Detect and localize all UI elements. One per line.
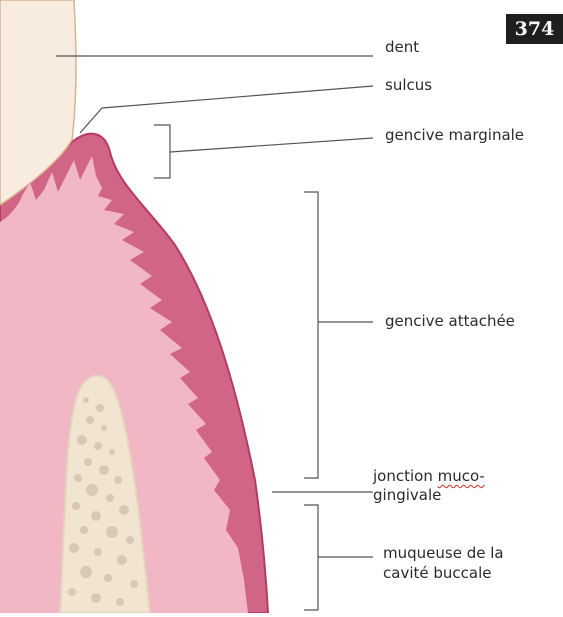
label-dent: dent [385,38,419,57]
muqueuse-bracket [304,505,318,610]
label-jonction-muco: muco- [438,467,485,485]
label-gencive-marginale: gencive marginale [385,126,524,145]
gencive-attachee-bracket [304,192,318,478]
gencive-marginale-bracket [154,125,170,178]
label-sulcus: sulcus [385,76,432,95]
label-muqueuse-line1: muqueuse de la [383,544,504,563]
label-jonction-line1: jonction muco- [373,467,485,486]
sulcus-leader [80,86,373,133]
gencive-marginale-leader [170,138,373,152]
label-muqueuse-line2: cavité buccale [383,564,491,583]
label-jonction-line2: gingivale [373,486,441,505]
label-jonction-prefix: jonction [373,467,438,485]
page-number-badge: 374 [506,14,563,44]
label-gencive-attachee: gencive attachée [385,312,515,331]
